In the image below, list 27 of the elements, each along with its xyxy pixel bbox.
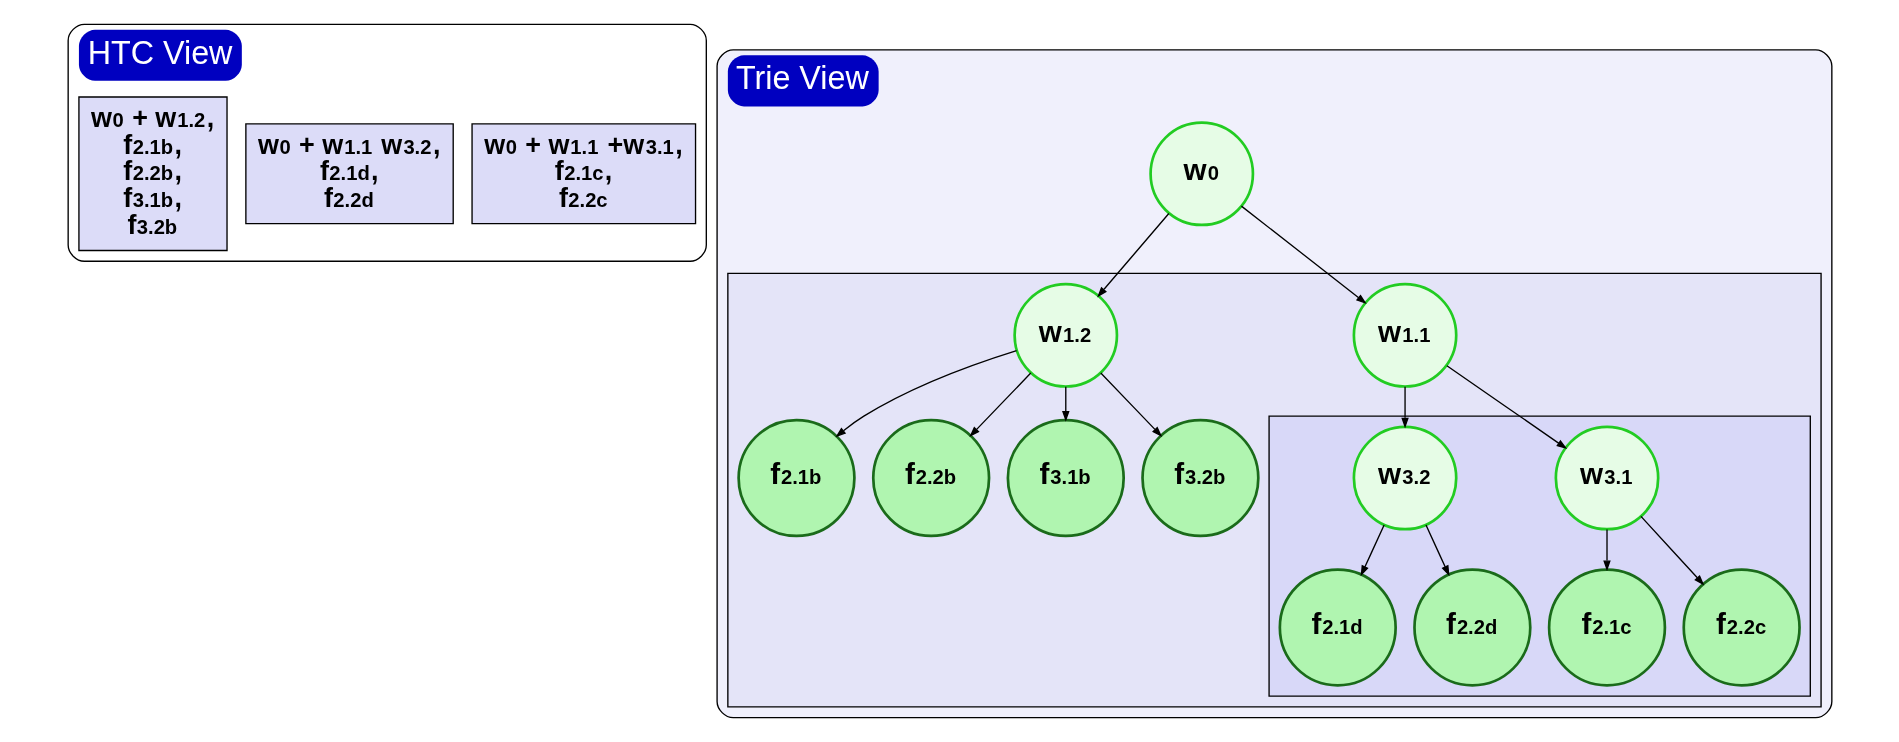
node-circle: f3.1b: [1006, 418, 1125, 538]
arrow: [1445, 365, 1567, 450]
arrow: [1602, 528, 1611, 572]
arrow: [834, 349, 1017, 438]
arrow: [1240, 205, 1367, 305]
arrow: [1061, 386, 1070, 422]
arrow: [1096, 212, 1170, 298]
node-circle: w0: [1148, 121, 1254, 227]
node-circle: f2.2b: [871, 418, 990, 538]
arrow: [1400, 386, 1409, 429]
node-circle: w3.2: [1352, 425, 1458, 531]
node-circle: f2.2d: [1412, 568, 1532, 687]
cluster: [726, 272, 1822, 708]
node-box: w0 + w1.1 +w3.1, f2.1c, f2.2c: [470, 123, 696, 225]
arrow: [1639, 515, 1704, 586]
node-box: w0 + w1.2, f2.1b, f2.2b, f3.1b, f3.2b: [77, 96, 228, 252]
node-circle: f2.1d: [1278, 568, 1397, 687]
node-circle: f3.2b: [1140, 418, 1260, 538]
arrow: [1099, 372, 1162, 437]
node-box: w0 + w1.1 w3.2, f2.1d, f2.2d: [244, 123, 454, 225]
node-circle: w1.2: [1012, 282, 1118, 388]
node-circle: f2.1c: [1547, 568, 1666, 687]
node-circle: f2.2c: [1681, 568, 1801, 687]
arrow: [1424, 524, 1449, 577]
arrow: [968, 372, 1031, 437]
node-circle: f2.1b: [736, 418, 856, 538]
arrow: [1360, 524, 1385, 577]
